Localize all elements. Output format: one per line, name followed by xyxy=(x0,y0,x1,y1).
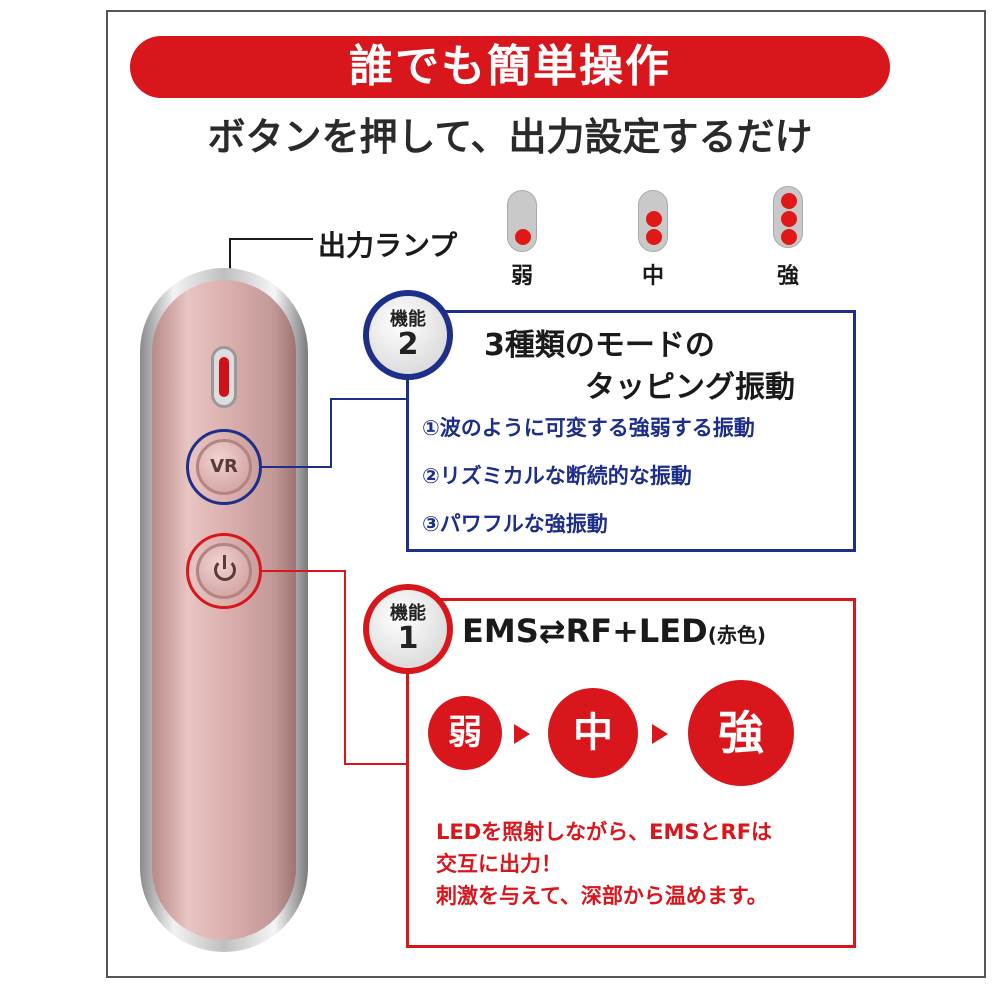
lamp-dot xyxy=(646,211,662,227)
function2-mode-1: ①波のように可変する強弱する振動 xyxy=(422,416,755,440)
subtitle: ボタンを押して、出力設定するだけ xyxy=(207,115,813,159)
function2-title-line2: タッピング振動 xyxy=(585,370,795,405)
lamp-medium-label: 中 xyxy=(641,264,664,289)
function2-badge: 機能 2 xyxy=(363,290,453,380)
level-medium-circle: 中 xyxy=(548,688,638,778)
arrow-right-icon xyxy=(652,724,668,744)
function2-mode-2: ②リズミカルな断続的な振動 xyxy=(422,464,692,488)
badge-label: 機能 xyxy=(390,309,426,330)
badge-number: 1 xyxy=(397,621,419,656)
function1-description-line2: 交互に出力！ xyxy=(436,852,562,876)
function1-description-line1: LEDを照射しながら、EMSとRFは xyxy=(436,820,773,844)
power-button[interactable] xyxy=(196,543,252,599)
lamp-dot xyxy=(781,193,797,209)
title-banner: 誰でも簡単操作 xyxy=(130,36,890,98)
lamp-medium-indicator xyxy=(638,190,668,252)
power-button-highlight xyxy=(186,533,262,609)
vr-button[interactable]: VR xyxy=(196,439,252,495)
function1-badge: 機能 1 xyxy=(363,584,453,674)
function2-title-line1: 3種類のモードの xyxy=(484,328,715,363)
output-lamp xyxy=(211,346,237,408)
vr-button-highlight xyxy=(186,429,262,505)
arrow-right-icon xyxy=(514,724,530,744)
level-weak-circle: 弱 xyxy=(428,696,502,770)
lamp-dot xyxy=(646,229,662,245)
badge-number: 2 xyxy=(397,327,419,362)
lamp-dot xyxy=(781,229,797,245)
function1-description-line3: 刺激を与えて、深部から温めます。 xyxy=(436,884,768,908)
output-lamp-label: 出力ランプ xyxy=(318,229,458,262)
lamp-strong-label: 強 xyxy=(776,264,799,289)
lamp-weak-label: 弱 xyxy=(510,264,533,289)
power-icon-bar xyxy=(223,555,226,569)
function1-title-main: EMS⇄RF+LED xyxy=(462,612,708,650)
output-lamp-light xyxy=(219,357,229,397)
function2-mode-3: ③パワフルな強振動 xyxy=(422,512,608,536)
function1-title-color-note: (赤色) xyxy=(707,623,766,647)
function1-panel xyxy=(406,598,856,948)
level-strong-circle: 強 xyxy=(688,680,794,786)
function2-panel xyxy=(406,310,856,552)
badge-label: 機能 xyxy=(390,603,426,624)
lamp-dot xyxy=(781,211,797,227)
lamp-weak-indicator xyxy=(507,190,537,252)
lamp-dot xyxy=(515,229,531,245)
function1-title: EMS⇄RF+LED(赤色) xyxy=(462,612,766,650)
lamp-strong-indicator xyxy=(773,186,803,248)
power-icon xyxy=(214,559,236,581)
